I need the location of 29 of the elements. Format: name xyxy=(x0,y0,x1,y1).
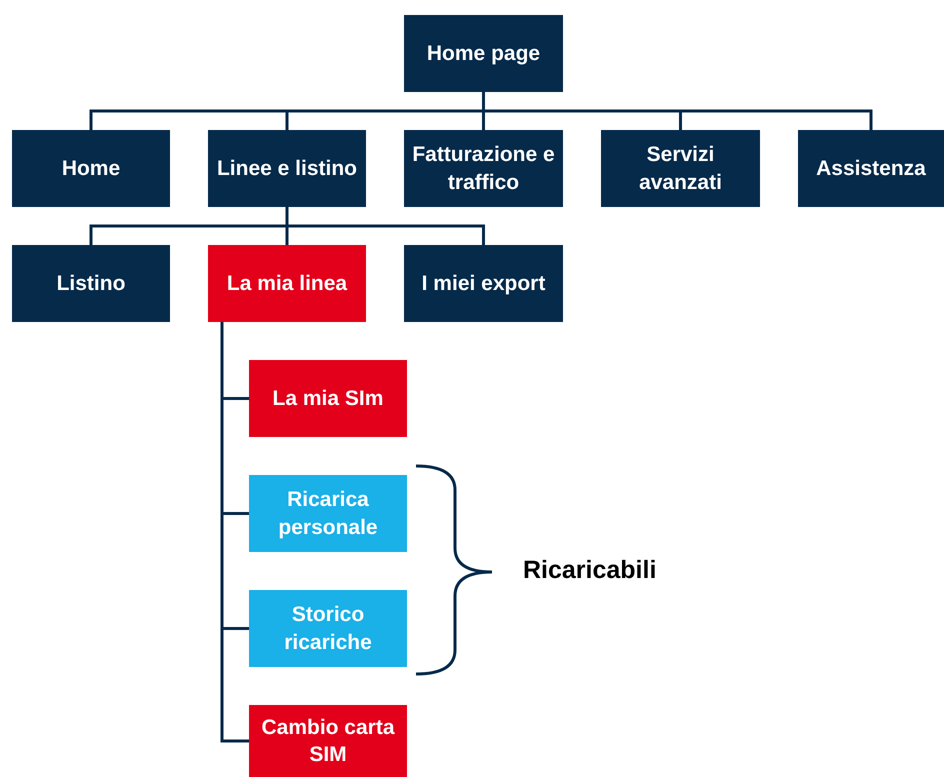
page-box xyxy=(249,360,407,437)
page-box xyxy=(404,245,563,322)
box-label: Linee e listino xyxy=(216,156,358,182)
page-box xyxy=(249,705,407,777)
brace-label: Ricaricabili xyxy=(523,556,656,585)
page-box xyxy=(12,245,170,322)
page-box xyxy=(404,130,563,207)
box-label: La mia SIm xyxy=(272,386,384,412)
page-box xyxy=(208,245,366,322)
box-label: Ricarica personale xyxy=(277,487,379,540)
connector-line xyxy=(220,322,249,742)
box-label: Home page xyxy=(426,40,540,67)
box-label: Home xyxy=(62,156,120,182)
page-box xyxy=(249,590,407,667)
page-box xyxy=(798,130,944,207)
box-label: Servizi avanzati xyxy=(638,142,723,196)
page-box xyxy=(12,130,170,207)
box-label: Assistenza xyxy=(816,156,926,182)
page-box xyxy=(208,130,366,207)
box-label: Listino xyxy=(56,270,126,297)
page-box xyxy=(404,15,563,92)
box-label: Cambio carta SIM xyxy=(260,714,396,768)
box-label: Storico ricariche xyxy=(283,602,373,656)
box-label: La mia linea xyxy=(226,270,348,297)
box-label: Fatturazione e traffico xyxy=(411,142,556,196)
box-label: I miei export xyxy=(422,270,546,297)
page-box xyxy=(249,475,407,552)
connector-line xyxy=(482,92,872,130)
page-box xyxy=(601,130,760,207)
